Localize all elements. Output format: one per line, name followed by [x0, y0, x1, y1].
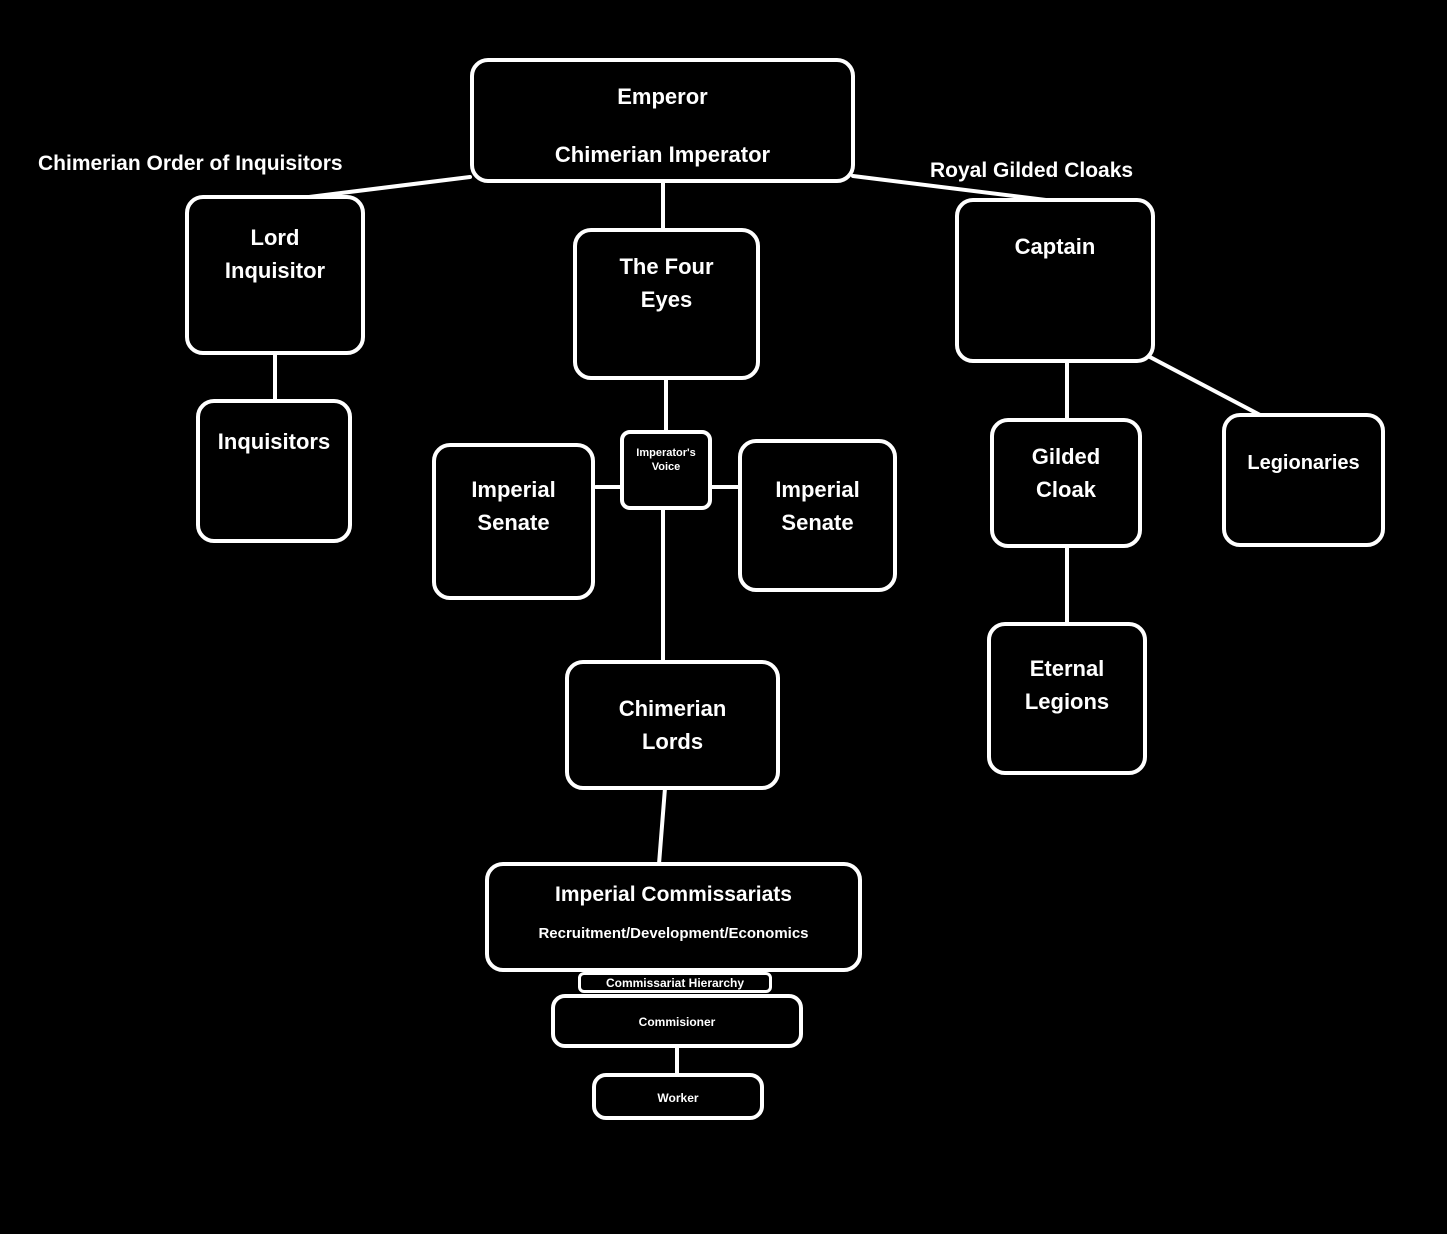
node-imperial-senate-left-title: Imperial Senate [471, 477, 556, 535]
node-captain-title: Captain [1014, 234, 1096, 259]
node-inquisitors: Inquisitors [196, 399, 352, 543]
group-label-royal-gilded-cloaks: Royal Gilded Cloaks [930, 159, 1134, 182]
node-the-four-eyes-title: The Four Eyes [619, 254, 714, 312]
node-lord-inquisitor: Lord Inquisitor [185, 195, 365, 355]
node-emperor-subtitle: Chimerian Imperator [554, 142, 771, 167]
node-worker: Worker [592, 1073, 764, 1120]
node-gilded-cloak-title: Gilded Cloak [1031, 444, 1101, 502]
node-commissariat-hierarchy: Commissariat Hierarchy [578, 972, 772, 993]
node-legionaries-title: Legionaries [1247, 452, 1360, 474]
group-label-chimerian-order-of-inquisitors: Chimerian Order of Inquisitors [38, 152, 343, 175]
node-commisioner-title: Commisioner [638, 1015, 716, 1029]
node-eternal-legions-title: Eternal Legions [1024, 656, 1110, 714]
node-imperial-senate-left: Imperial Senate [432, 443, 595, 600]
node-chimerian-lords: Chimerian Lords [565, 660, 780, 790]
node-worker-title: Worker [657, 1091, 699, 1105]
node-commissariat-hierarchy-title: Commissariat Hierarchy [605, 976, 745, 990]
node-the-four-eyes: The Four Eyes [573, 228, 760, 380]
node-chimerian-lords-title: Chimerian Lords [618, 696, 727, 754]
node-imperators-voice-title: Imperator's Voice [636, 447, 696, 473]
node-eternal-legions: Eternal Legions [987, 622, 1147, 775]
node-imperial-commissariats-subtitle: Recruitment/Development/Economics [538, 925, 809, 942]
node-emperor-title: Emperor [617, 84, 708, 109]
node-emperor: Emperor Chimerian Imperator [470, 58, 855, 183]
connector-emperor-captain [851, 174, 1064, 204]
connector-captain-legionaries [1146, 354, 1264, 418]
node-captain: Captain [955, 198, 1155, 363]
node-gilded-cloak: Gilded Cloak [990, 418, 1142, 548]
node-inquisitors-title: Inquisitors [217, 429, 331, 454]
node-lord-inquisitor-title: Lord Inquisitor [224, 225, 326, 283]
node-imperial-senate-right-title: Imperial Senate [775, 477, 860, 535]
node-legionaries: Legionaries [1222, 413, 1385, 547]
node-imperial-senate-right: Imperial Senate [738, 439, 897, 592]
node-imperators-voice: Imperator's Voice [620, 430, 712, 510]
connector-chimerian-lords-commissariats [657, 786, 667, 866]
node-imperial-commissariats: Imperial Commissariats Recruitment/Devel… [485, 862, 862, 972]
node-imperial-commissariats-title: Imperial Commissariats [555, 883, 792, 906]
node-commisioner: Commisioner [551, 994, 803, 1048]
